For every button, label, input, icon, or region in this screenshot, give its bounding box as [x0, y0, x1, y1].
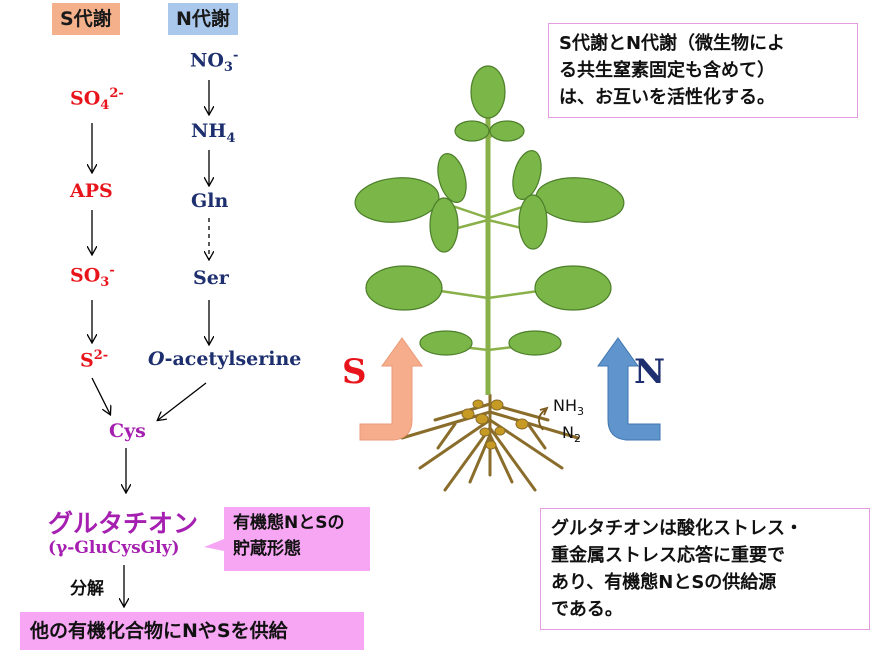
- root-nodules: [461, 399, 529, 450]
- storage-callout: 有機態NとSの 貯蔵形態: [233, 513, 345, 559]
- plant-leaves: [354, 65, 625, 356]
- arrow-s2-cys: [91, 377, 110, 414]
- n2-label: N2: [562, 423, 581, 446]
- top-note-box: S代謝とN代謝（微生物によ る共生窒素固定も含めて） は、お互いを活性化する。: [548, 23, 858, 118]
- degradation-label: 分解: [70, 579, 104, 599]
- glutathione-formula: (γ-GluCysGly): [48, 538, 180, 558]
- metabolite-cys: Cys: [109, 420, 146, 442]
- storage-callout-shape: [204, 507, 370, 571]
- metabolite-aps: APS: [70, 180, 113, 202]
- s-letter: S: [342, 352, 367, 392]
- metabolite-nh4: NH4: [191, 120, 236, 146]
- n-letter: N: [634, 352, 666, 392]
- glutathione-name: グルタチオン: [48, 509, 199, 538]
- metabolite-so4: SO42-: [70, 86, 124, 114]
- metabolite-sulfide: S2-: [80, 348, 109, 372]
- supply-box: 他の有機化合物にNやSを供給: [20, 612, 364, 650]
- n-metabolism-header: N代謝: [168, 3, 238, 35]
- n-arrow: [597, 337, 661, 441]
- s-metabolism-header: S代謝: [52, 3, 120, 35]
- arrow-oas-cys: [158, 382, 207, 420]
- metabolite-no3: NO3-: [190, 48, 239, 76]
- bottom-note-box: グルタチオンは酸化ストレス・ 重金属ストレス応答に重要で あり、有機態NとSの供…: [540, 508, 870, 630]
- metabolite-ser: Ser: [193, 267, 229, 289]
- metabolite-gln: Gln: [191, 190, 229, 212]
- fixation-arrow: [538, 409, 546, 431]
- nh3-label: NH3: [553, 396, 584, 419]
- metabolite-so3: SO3-: [70, 263, 115, 291]
- s-arrow: [359, 337, 423, 441]
- metabolite-o-acetylserine: O-acetylserine: [148, 348, 302, 370]
